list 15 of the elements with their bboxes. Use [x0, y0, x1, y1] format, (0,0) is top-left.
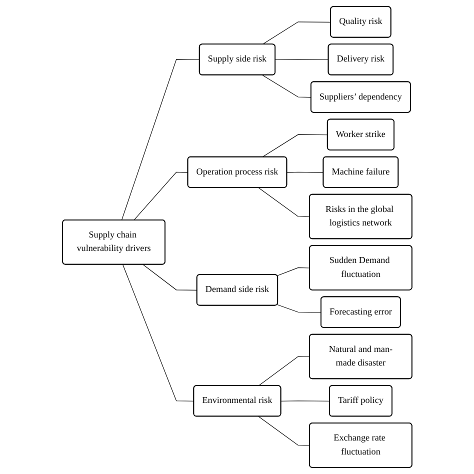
- connector: [262, 134, 328, 158]
- connector: [276, 267, 310, 276]
- connector: [258, 356, 310, 386]
- connector: [122, 264, 194, 402]
- connector: [276, 304, 322, 313]
- connector: [286, 172, 324, 173]
- connector: [274, 59, 329, 60]
- connector: [262, 74, 312, 98]
- connector: [258, 188, 310, 218]
- connector: [121, 59, 200, 220]
- connector: [133, 172, 188, 220]
- connector: [280, 400, 330, 402]
- connector: [258, 416, 310, 446]
- connector: [262, 22, 331, 45]
- connector: [142, 264, 198, 290]
